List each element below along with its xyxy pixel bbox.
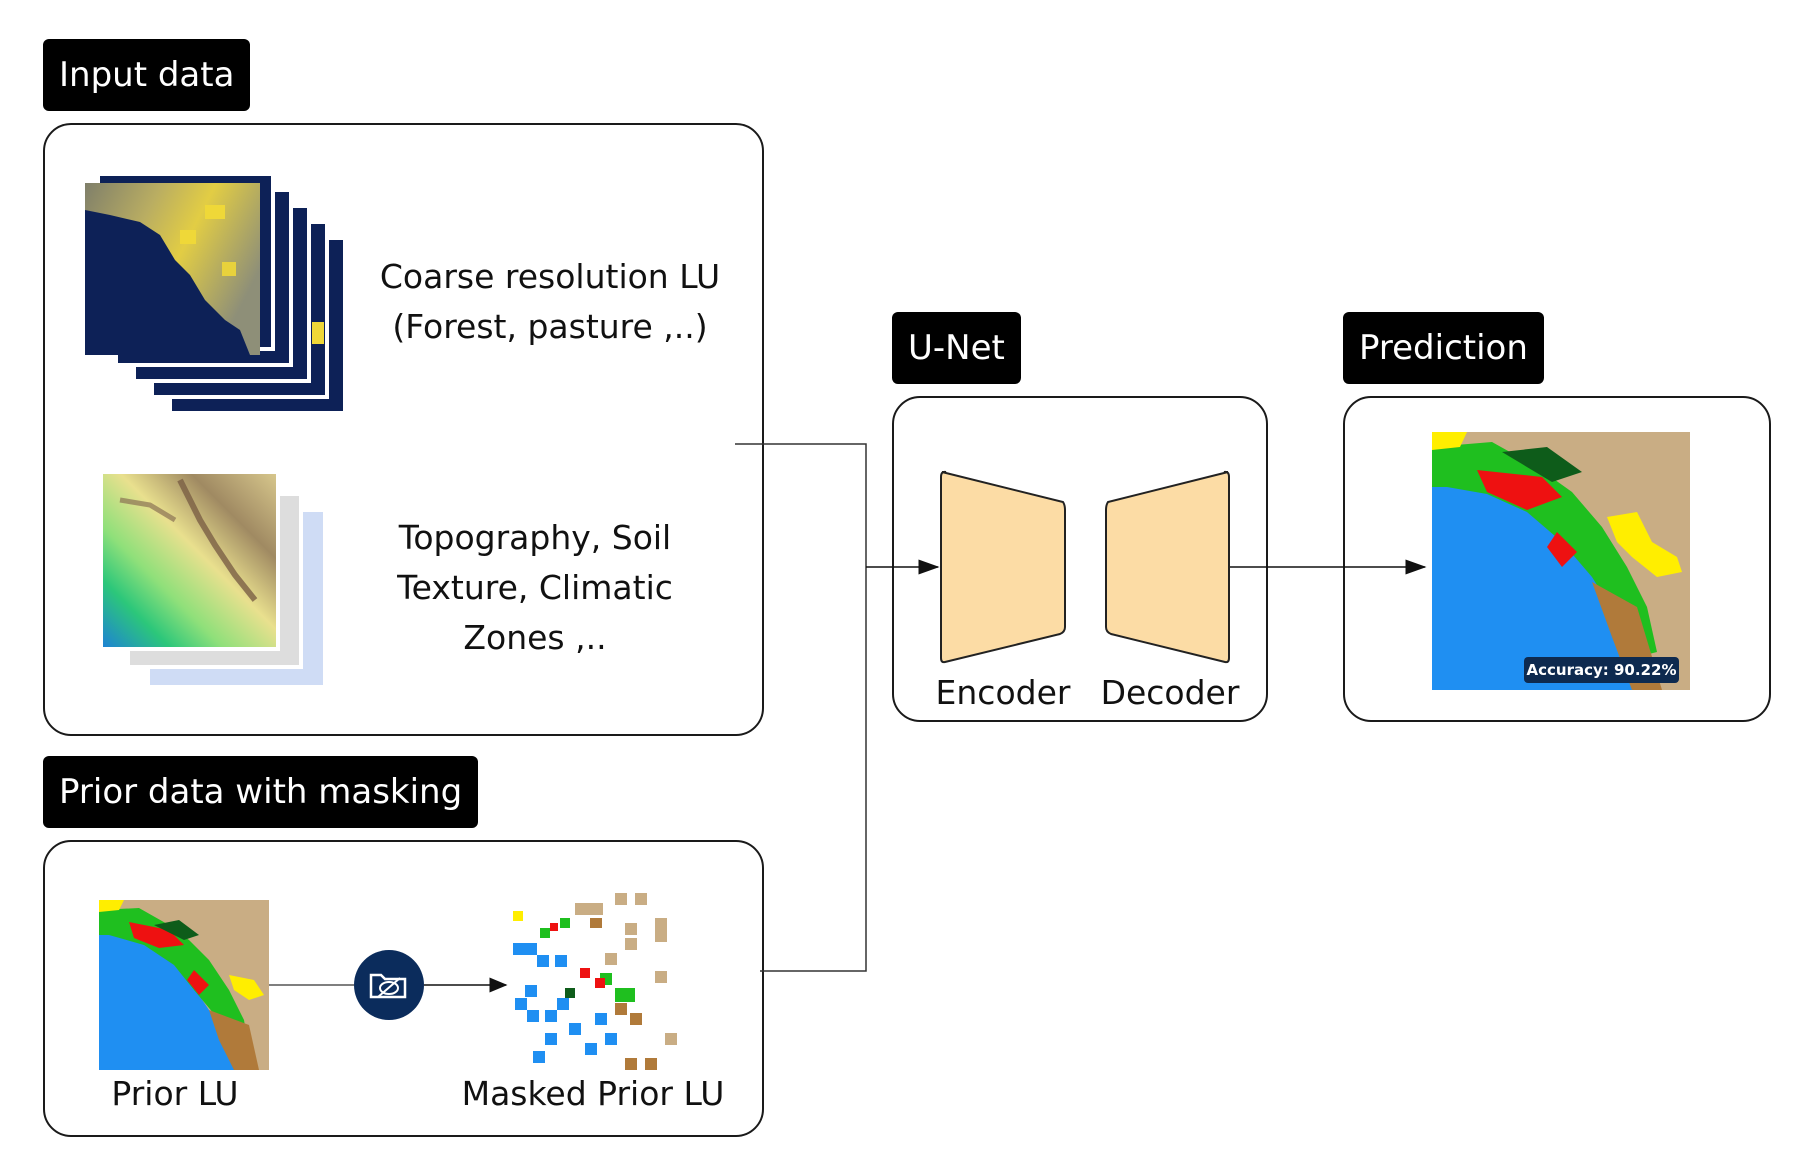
static-layers-line-1: Topography, Soil (398, 518, 672, 557)
unet-label: U-Net (892, 312, 1021, 384)
prior-lu-label: Prior LU (111, 1074, 239, 1113)
masked-prior-lu-map (513, 893, 677, 1070)
folder-hidden-icon (354, 950, 424, 1020)
masked-prior-lu-label: Masked Prior LU (461, 1074, 725, 1113)
coarse-lu-line-2: (Forest, pasture ,..) (392, 307, 708, 346)
decoder-label: Decoder (1100, 673, 1240, 712)
encoder-label: Encoder (935, 673, 1071, 712)
static-layers-line-2: Texture, Climatic (397, 568, 673, 607)
accuracy-badge: Accuracy: 90.22% (1526, 661, 1677, 679)
static-layers-text: Topography, Soil Texture, Climatic Zones… (345, 513, 725, 663)
prior-lu-map (99, 900, 269, 1070)
prediction-map (1432, 432, 1690, 690)
coarse-lu-line-1: Coarse resolution LU (379, 257, 721, 296)
prior-data-label: Prior data with masking (43, 756, 479, 828)
encoder-block (940, 470, 1066, 664)
prediction-label: Prediction (1343, 312, 1544, 384)
static-layers-line-3: Zones ,.. (463, 618, 607, 657)
input-data-label: Input data (43, 39, 251, 111)
coarse-lu-text: Coarse resolution LU (Forest, pasture ,.… (355, 252, 745, 352)
decoder-block (1105, 470, 1230, 664)
